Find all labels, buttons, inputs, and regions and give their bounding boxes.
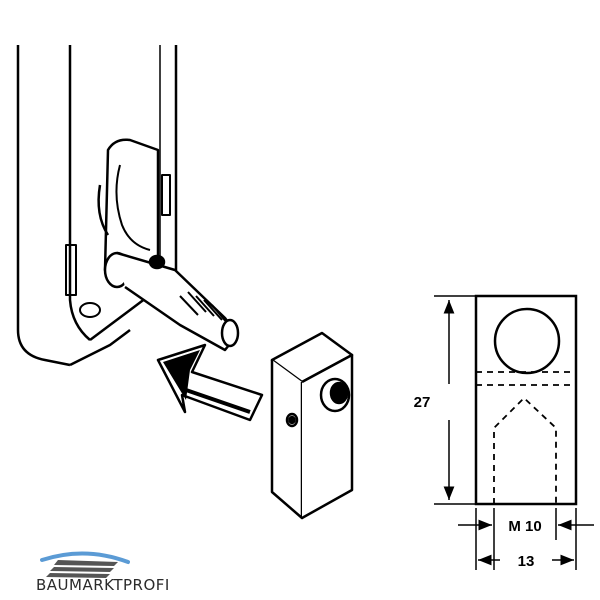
brand-name: BAUMARKTPROFI [36, 576, 170, 594]
dimension-lines [434, 295, 594, 570]
threaded-pin [103, 251, 240, 352]
dimension-width-label: 13 [518, 553, 535, 570]
frame-profile [16, 45, 178, 367]
dimension-thread-label: M 10 [508, 518, 541, 535]
nut-block [270, 331, 354, 520]
dimension-height-label: 27 [414, 394, 431, 411]
dimension-view [474, 294, 578, 506]
brand-mark-icon [40, 551, 130, 578]
brand-logo: BAUMARKTPROFI [36, 548, 176, 596]
insert-arrow [156, 343, 264, 422]
